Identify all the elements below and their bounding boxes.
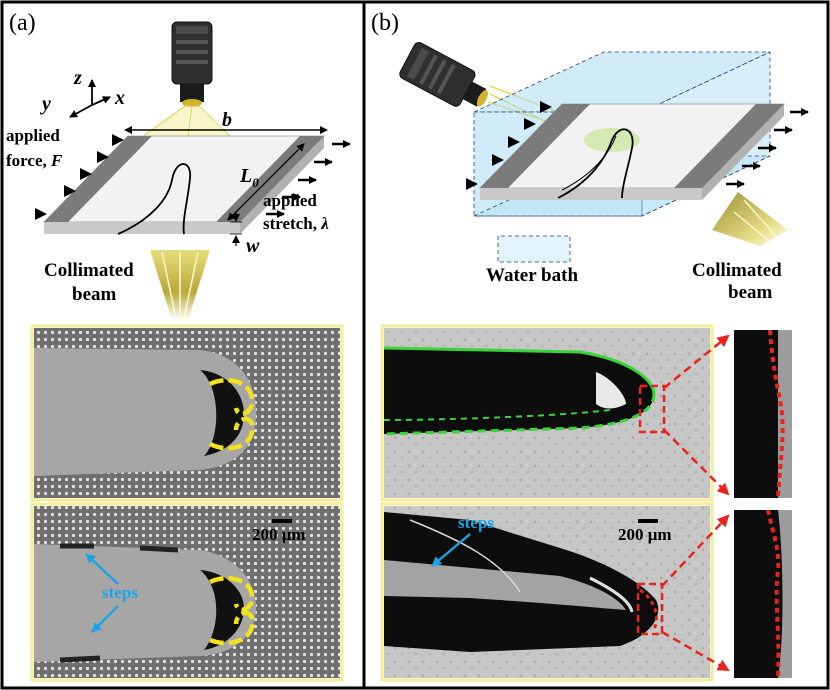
panel-a-tag: (a) xyxy=(9,10,36,36)
beam-label-a-line2: beam xyxy=(72,284,117,305)
micrograph-a-top xyxy=(30,324,344,502)
applied-stretch-label: applied xyxy=(263,191,317,210)
applied-force-label-line2: force, F xyxy=(6,151,63,170)
collimated-beam-b xyxy=(712,192,788,246)
micrograph-a-bottom: 200 μm steps xyxy=(30,502,344,682)
beam-label-b-line1: Collimated xyxy=(692,260,782,281)
specimen-b xyxy=(479,103,785,200)
applied-stretch-label-line2: stretch, λ xyxy=(263,214,329,233)
micrograph-b-bottom: 200 μm steps xyxy=(380,502,714,682)
width-label: b xyxy=(222,109,232,131)
thickness-indicator xyxy=(230,212,242,246)
force-arrows-a xyxy=(35,134,124,220)
steps-label-b: steps xyxy=(458,513,494,532)
camera-a-icon xyxy=(171,21,213,107)
collimated-beam-a xyxy=(150,250,210,320)
zoom-line-b-top-upper xyxy=(663,334,730,389)
length-dimension-arrow xyxy=(227,143,305,221)
scale-bar-b-label: 200 μm xyxy=(618,525,672,544)
zoom-box-b-top xyxy=(638,384,666,434)
axis-y-label: y xyxy=(40,93,51,115)
axis-x-label: x xyxy=(114,87,125,109)
axes-triad: z y x xyxy=(40,67,125,118)
camera-b-icon xyxy=(399,41,488,107)
micrograph-b-top xyxy=(380,324,714,502)
panel-b-tag: (b) xyxy=(371,10,399,36)
applied-force-label: applied xyxy=(6,126,60,145)
stretch-arrows-b xyxy=(726,108,809,188)
steps-arrow-b xyxy=(431,533,471,567)
inset-b-bottom xyxy=(734,509,792,679)
length-label: L0 xyxy=(239,165,259,190)
zoom-line-b-top-lower xyxy=(663,429,730,496)
zoom-line-b-bottom-upper xyxy=(661,514,730,587)
force-arrows-b xyxy=(466,101,552,190)
zoom-box-b-bottom xyxy=(636,582,664,636)
axis-z-label: z xyxy=(73,67,82,89)
beam-label-b-line2: beam xyxy=(728,282,773,303)
steps-arrow-a-upper xyxy=(85,553,119,585)
thickness-label: w xyxy=(246,235,260,257)
steps-label-a: steps xyxy=(102,583,138,602)
steps-arrow-a-lower xyxy=(91,605,119,633)
inset-b-top xyxy=(734,329,792,499)
scale-bar-a-label: 200 μm xyxy=(252,525,306,544)
water-bath-label: Water bath xyxy=(486,265,578,286)
beam-label-a-line1: Collimated xyxy=(44,260,134,281)
